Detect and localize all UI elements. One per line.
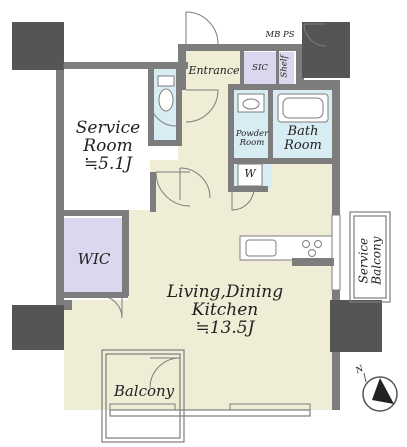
kitchen-counter xyxy=(239,235,333,261)
service-room-name-2: Room xyxy=(83,135,133,156)
powder-room-name-1: Powder xyxy=(235,129,269,139)
shelf-label: Shelf xyxy=(279,55,290,78)
washer-box xyxy=(237,163,263,187)
service-room-name-1: Service xyxy=(75,118,141,138)
service-room-label: Service Room ≒5.1J xyxy=(66,118,150,174)
ldk-size: ≒13.5J xyxy=(195,317,255,338)
powder-room-label: Powder Room xyxy=(234,130,270,148)
ldk-label: Living,Dining Kitchen ≒13.5J xyxy=(150,282,300,338)
bathtub xyxy=(277,93,329,123)
service-balcony-name-1: Service xyxy=(356,237,371,284)
powder-basin xyxy=(237,93,265,113)
bath-room-label: Bath Room xyxy=(274,125,332,152)
shelf-floor xyxy=(278,52,294,88)
sic-floor xyxy=(242,52,276,88)
interior-walls xyxy=(58,48,336,298)
pillar-bottom-left xyxy=(12,305,64,350)
pillar-top-left xyxy=(12,22,64,70)
door-swings xyxy=(99,11,327,389)
service-room-floor xyxy=(64,68,150,210)
entrance-label: Entrance xyxy=(188,64,240,77)
ldk-name-2: Kitchen xyxy=(191,299,259,320)
bath-room-name-2: Room xyxy=(284,137,322,153)
service-balcony-outline xyxy=(349,211,391,303)
washer-label: W xyxy=(244,167,256,180)
powder-room-name-2: Room xyxy=(239,137,265,148)
pillar-bottom-right xyxy=(330,300,382,352)
mb-ps-label: MB PS xyxy=(265,30,295,40)
pillars xyxy=(12,22,382,352)
balcony-label: Balcony xyxy=(113,382,175,400)
hall-floor xyxy=(178,85,230,165)
compass-icon xyxy=(362,372,398,412)
bath-room-name-1: Bath xyxy=(287,124,319,139)
wic-label: WIC xyxy=(77,250,111,268)
kitchen-back-wall xyxy=(292,258,334,266)
entrance-floor xyxy=(186,50,240,90)
ldk-name-1: Living,Dining xyxy=(166,282,284,302)
sic-label: SIC xyxy=(252,63,268,73)
toilet-fixture xyxy=(157,75,175,112)
service-balcony-label: Service Balcony xyxy=(356,211,383,311)
service-room-size: ≒5.1J xyxy=(83,153,133,174)
ldk-floor-lower xyxy=(64,300,332,410)
pillar-top-right xyxy=(302,22,350,78)
service-balcony-name-2: Balcony xyxy=(369,236,383,285)
wic-floor xyxy=(64,218,128,294)
balcony-outline xyxy=(101,349,311,443)
